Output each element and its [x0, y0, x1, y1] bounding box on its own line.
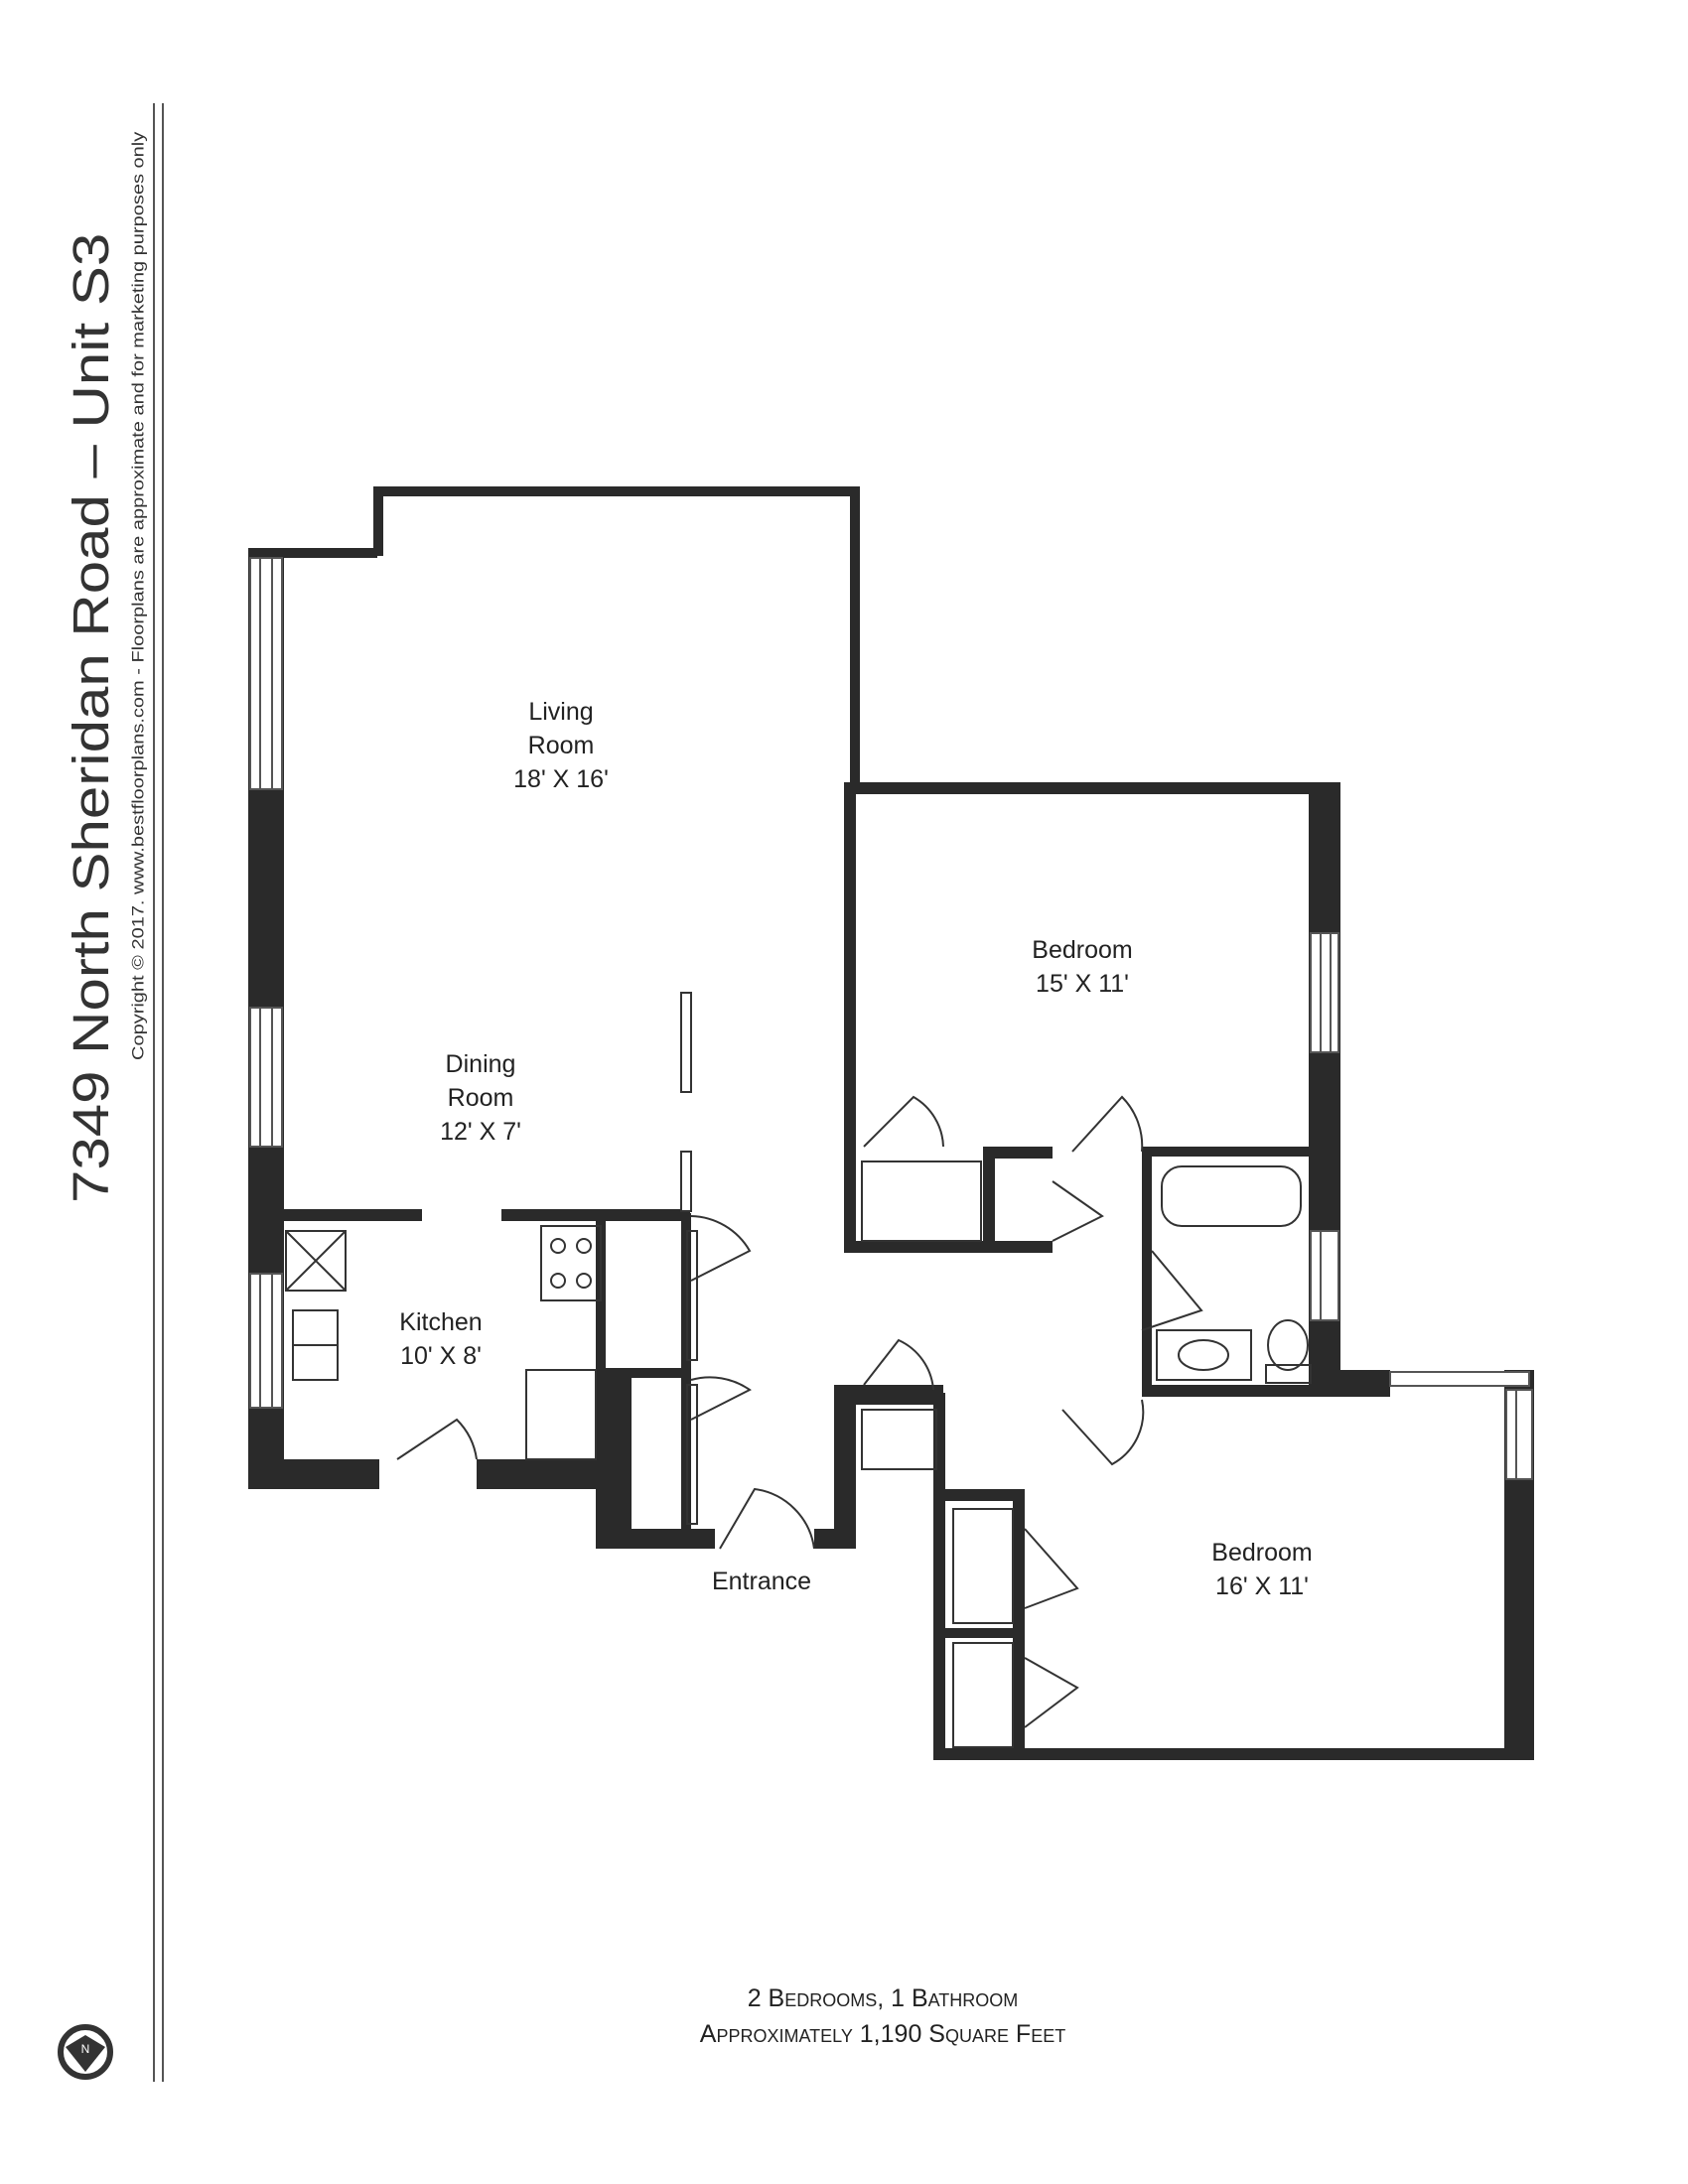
bed-bath-summary: 2 Bedrooms, 1 Bathroom — [747, 1984, 1019, 2012]
room-name: Living — [528, 698, 594, 726]
room-size: 12' X 7' — [440, 1118, 521, 1146]
room-size: 18' X 16' — [513, 765, 609, 793]
entrance-label: Entrance — [712, 1565, 811, 1598]
square-footage: Approximately 1,190 Square Feet — [699, 2020, 1066, 2048]
fixtures — [285, 992, 1312, 1748]
room-name: Room — [447, 1084, 514, 1112]
kitchen-label: Kitchen 10' X 8' — [399, 1305, 482, 1373]
room-name: Dining — [445, 1050, 516, 1078]
bedroom2-label: Bedroom 16' X 11' — [1211, 1536, 1312, 1603]
bedroom1-label: Bedroom 15' X 11' — [1032, 933, 1132, 1001]
windows — [249, 557, 1533, 1480]
room-size: 10' X 8' — [400, 1342, 482, 1370]
compass-letter: N — [81, 2042, 90, 2056]
room-name: Entrance — [711, 1568, 812, 1595]
room-name: Room — [527, 732, 595, 759]
north-arrow-icon: N — [58, 2024, 113, 2080]
room-name: Kitchen — [399, 1308, 483, 1336]
room-size: 16' X 11' — [1215, 1572, 1309, 1600]
room-name: Bedroom — [1032, 936, 1133, 964]
unit-summary: 2 Bedrooms, 1 Bathroom Approximately 1,1… — [700, 1980, 1065, 2052]
room-size: 15' X 11' — [1036, 970, 1129, 998]
room-name: Bedroom — [1211, 1539, 1313, 1567]
living-room-label: Living Room 18' X 16' — [513, 695, 609, 796]
dining-room-label: Dining Room 12' X 7' — [440, 1047, 521, 1149]
